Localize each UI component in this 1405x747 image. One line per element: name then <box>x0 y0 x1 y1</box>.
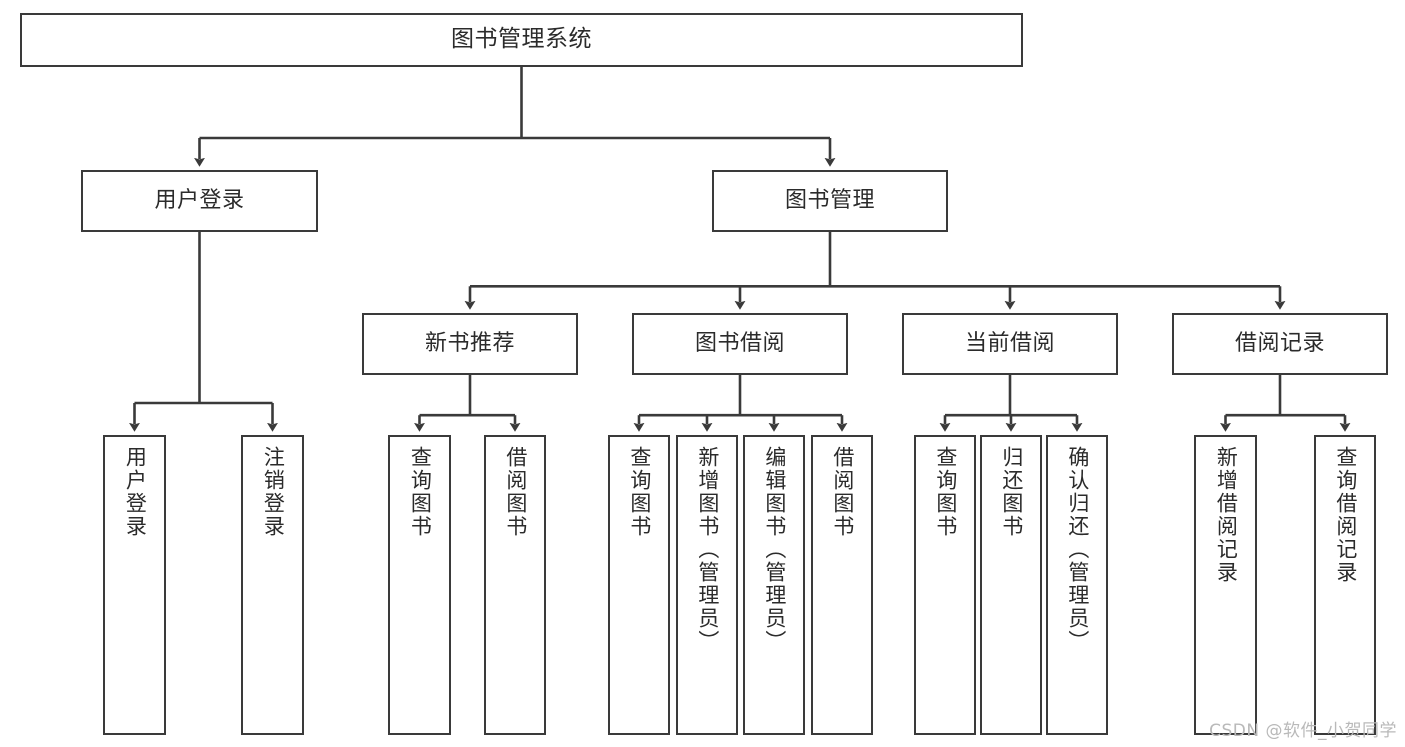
node-label: 借阅图书 <box>503 446 528 538</box>
node-leaf-return-book[interactable]: 归还图书 <box>980 435 1042 735</box>
node-new-book-rec[interactable]: 新书推荐 <box>362 313 578 375</box>
node-label: 注销登录 <box>261 446 286 538</box>
node-leaf-borrow-book-1[interactable]: 借阅图书 <box>484 435 546 735</box>
node-label: 编辑图书（管理员） <box>762 446 787 653</box>
node-borrow-record[interactable]: 借阅记录 <box>1172 313 1388 375</box>
node-label: 借阅记录 <box>1234 331 1325 357</box>
node-label: 查询借阅记录 <box>1333 446 1358 584</box>
node-label: 新增图书（管理员） <box>695 446 720 653</box>
node-leaf-query-record[interactable]: 查询借阅记录 <box>1314 435 1376 735</box>
node-root[interactable]: 图书管理系统 <box>20 13 1023 67</box>
node-label: 图书借阅 <box>694 331 785 357</box>
node-leaf-confirm-return[interactable]: 确认归还（管理员） <box>1046 435 1108 735</box>
node-label: 图书管理系统 <box>451 26 592 53</box>
node-label: 新书推荐 <box>424 331 515 357</box>
node-leaf-user-login[interactable]: 用户登录 <box>103 435 166 735</box>
node-leaf-user-logout[interactable]: 注销登录 <box>241 435 304 735</box>
node-leaf-query-book-3[interactable]: 查询图书 <box>914 435 976 735</box>
node-leaf-add-record[interactable]: 新增借阅记录 <box>1194 435 1257 735</box>
node-leaf-borrow-book-2[interactable]: 借阅图书 <box>811 435 873 735</box>
node-label: 用户登录 <box>123 446 148 538</box>
node-label: 归还图书 <box>999 446 1024 538</box>
node-leaf-query-book-1[interactable]: 查询图书 <box>388 435 451 735</box>
node-book-borrow[interactable]: 图书借阅 <box>632 313 848 375</box>
node-book-mgmt[interactable]: 图书管理 <box>712 170 948 232</box>
node-current-borrow[interactable]: 当前借阅 <box>902 313 1118 375</box>
node-label: 借阅图书 <box>830 446 855 538</box>
node-label: 当前借阅 <box>964 331 1055 357</box>
node-user-login[interactable]: 用户登录 <box>81 170 318 232</box>
node-label: 用户登录 <box>154 188 245 214</box>
node-leaf-add-book[interactable]: 新增图书（管理员） <box>676 435 738 735</box>
node-label: 查询图书 <box>408 446 433 538</box>
node-label: 图书管理 <box>784 188 875 214</box>
node-label: 确认归还（管理员） <box>1065 446 1090 653</box>
node-leaf-query-book-2[interactable]: 查询图书 <box>608 435 670 735</box>
node-label: 新增借阅记录 <box>1214 446 1239 584</box>
node-label: 查询图书 <box>627 446 652 538</box>
node-leaf-edit-book[interactable]: 编辑图书（管理员） <box>743 435 805 735</box>
node-label: 查询图书 <box>933 446 958 538</box>
